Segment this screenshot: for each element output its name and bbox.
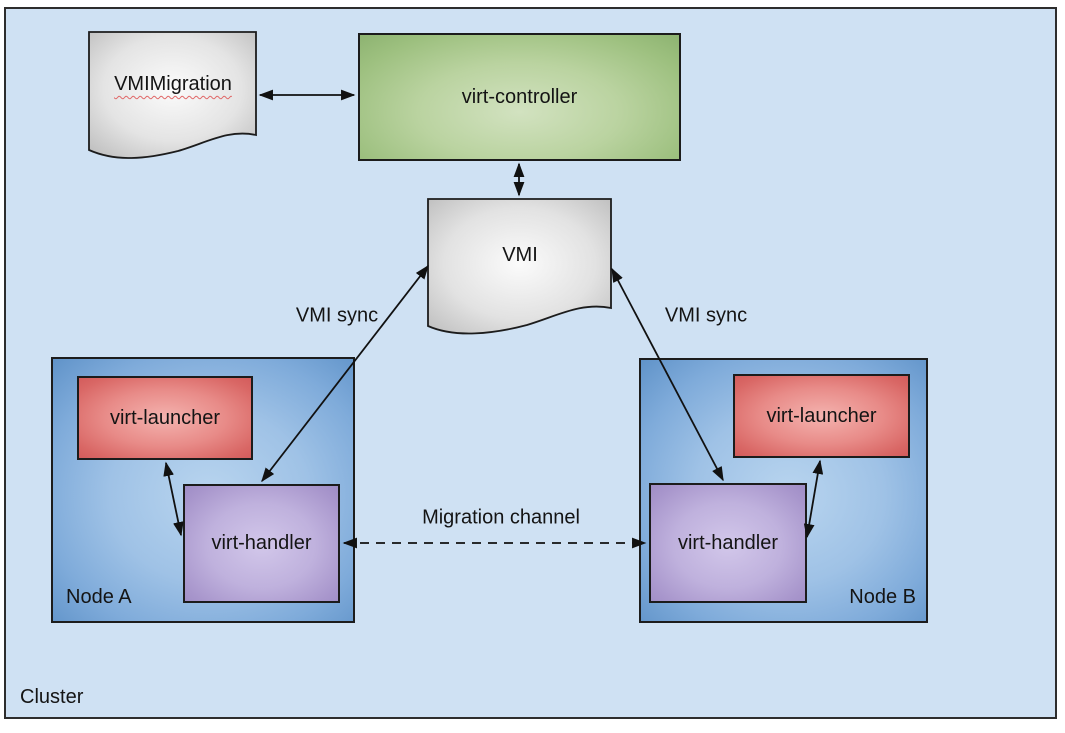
virt-launcher-label: virt-launcher [766, 404, 877, 427]
node-b-virt-launcher-box: virt-launcher [733, 374, 910, 458]
node-b-label: Node B [849, 586, 916, 608]
vmimigration-document: VMIMigration [88, 31, 258, 163]
vmi-sync-left-label: VMI sync [295, 304, 379, 327]
vmimigration-label: VMIMigration [114, 73, 232, 95]
migration-channel-label: Migration channel [422, 506, 580, 529]
vmi-sync-right-label: VMI sync [664, 304, 748, 327]
node-a-label: Node A [66, 586, 132, 608]
virt-controller-box: virt-controller [358, 33, 681, 161]
cluster-label: Cluster [20, 686, 84, 708]
node-b-virt-handler-box: virt-handler [649, 483, 807, 603]
virt-controller-label: virt-controller [461, 85, 578, 108]
virt-handler-label: virt-handler [211, 532, 312, 554]
virt-handler-label: virt-handler [677, 531, 779, 554]
node-a-virt-launcher-box: virt-launcher [77, 376, 253, 460]
node-a-container: virt-launcher virt-handler Node A [51, 357, 355, 623]
node-b-container: virt-launcher virt-handler Node B [639, 358, 928, 623]
vmi-label: VMI [502, 244, 538, 266]
node-a-virt-handler-box: virt-handler [183, 484, 340, 603]
document-shape [88, 31, 257, 159]
virt-launcher-label: virt-launcher [109, 406, 221, 429]
vmi-document: VMI [427, 198, 613, 340]
document-shape [427, 198, 612, 335]
